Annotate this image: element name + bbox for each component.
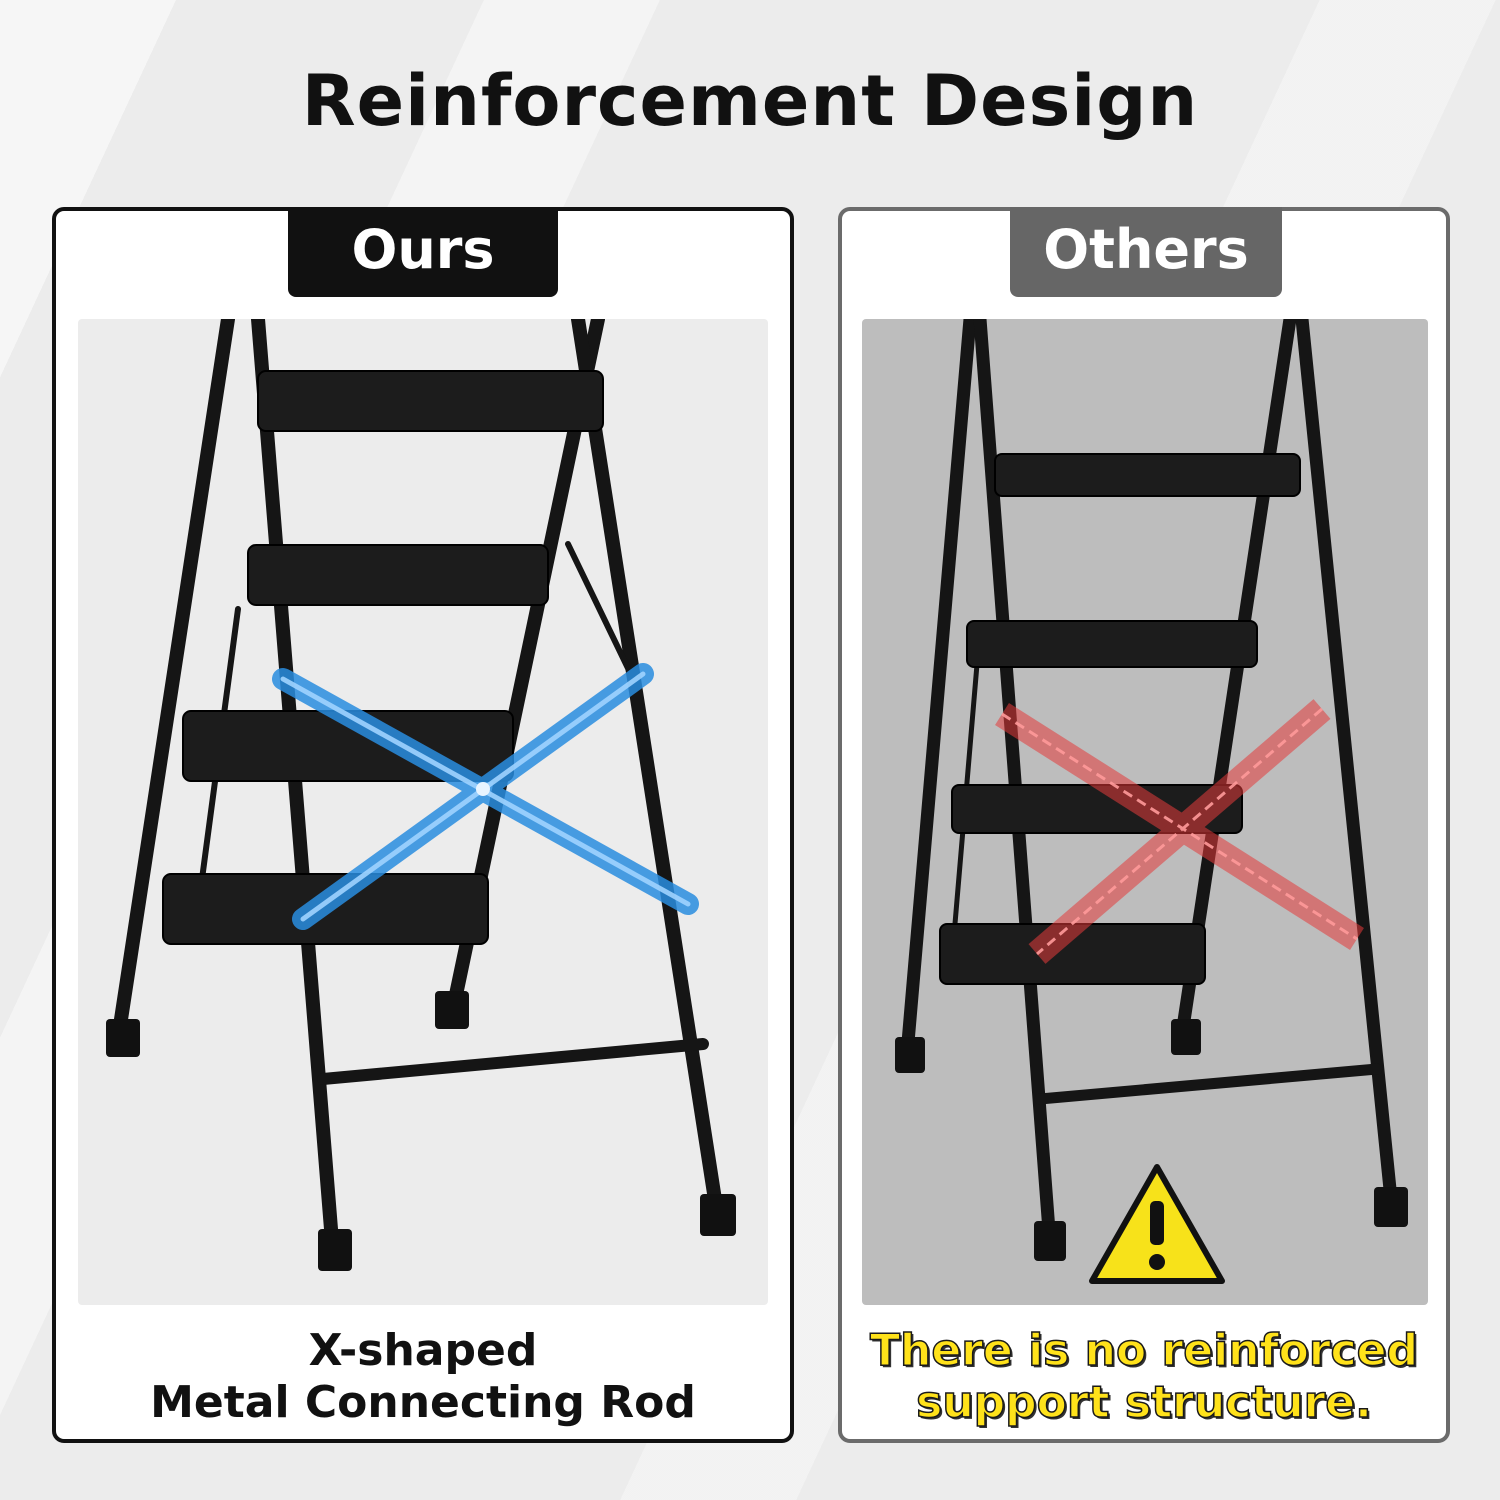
others-caption-line2: support structure.: [915, 1376, 1372, 1429]
warning-triangle-icon: [1089, 1164, 1225, 1284]
ours-caption-line2: Metal Connecting Rod: [150, 1377, 696, 1428]
others-caption-line1: There is no reinforced: [869, 1324, 1418, 1377]
ours-caption: X-shaped Metal Connecting Rod: [56, 1325, 790, 1429]
others-ladder-illustration: [895, 319, 1408, 1284]
others-ladder-image: [862, 319, 1428, 1305]
page-title: Reinforcement Design: [301, 60, 1199, 142]
ours-caption-line1: X-shaped: [308, 1325, 538, 1376]
ours-ladder-image: [78, 319, 768, 1305]
others-tab-label: Others: [1010, 207, 1282, 297]
others-panel: Others: [838, 207, 1450, 1443]
others-caption: There is no reinforced support structure…: [842, 1324, 1446, 1429]
ours-panel: Ours: [52, 207, 794, 1443]
ours-ladder-illustration: [106, 319, 736, 1271]
ours-tab-label: Ours: [288, 207, 558, 297]
